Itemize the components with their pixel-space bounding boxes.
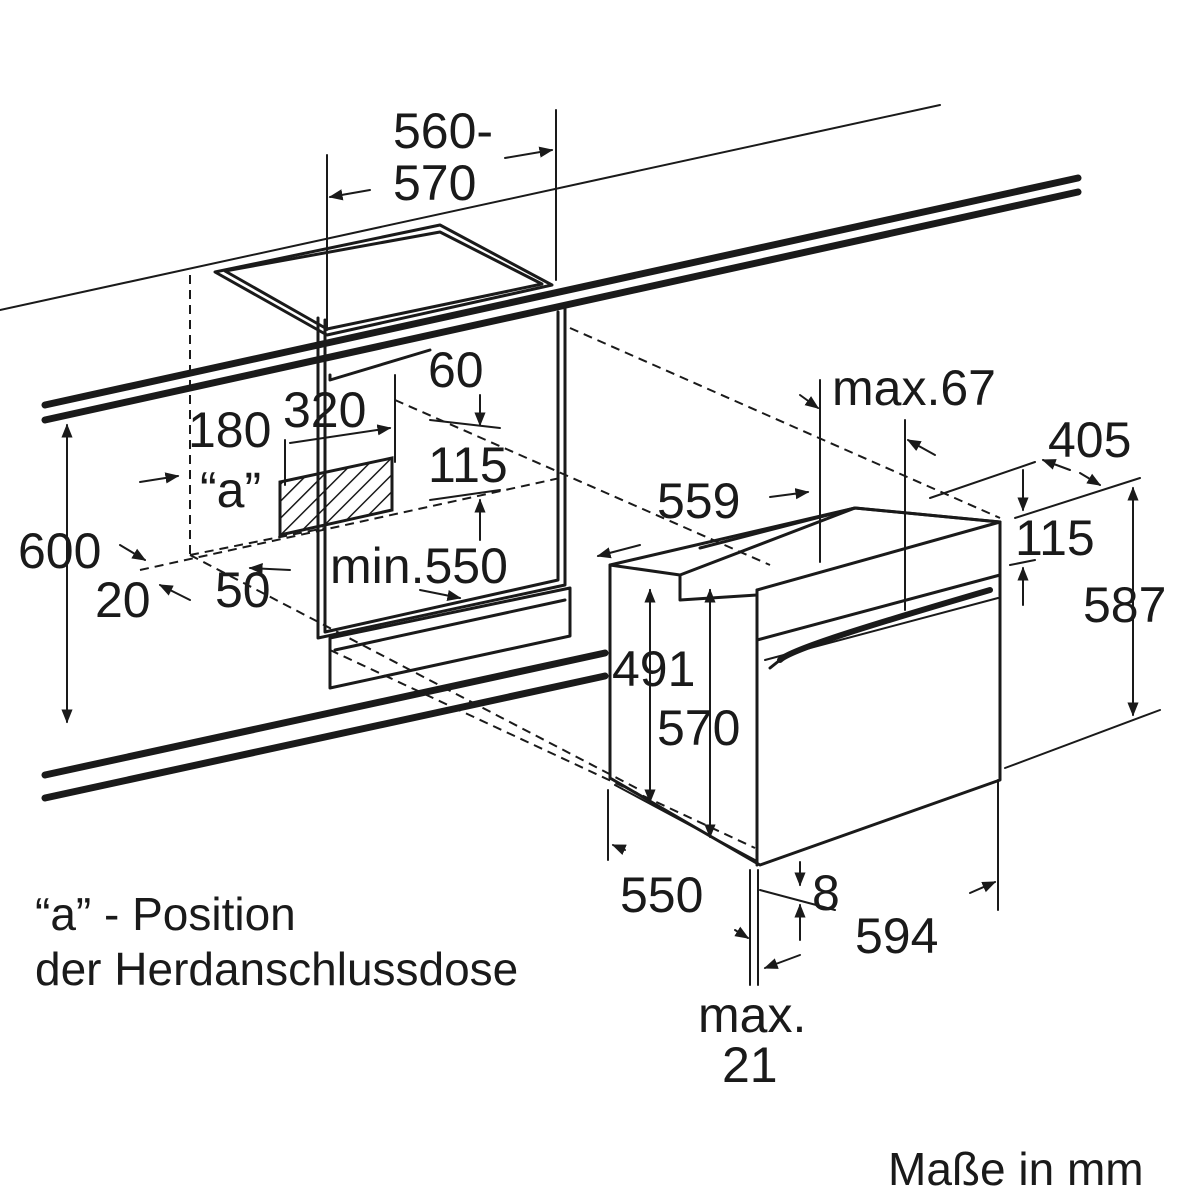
worktop-lines	[0, 104, 1161, 802]
max-21-label-bottom: 21	[722, 1037, 778, 1093]
dim-405-label: 405	[1048, 412, 1131, 468]
socket-marker-label: “a”	[200, 462, 261, 518]
legend-line-2: der Herdanschlussdose	[35, 943, 518, 995]
dim-180-label: 180	[188, 402, 271, 458]
socket-position	[278, 456, 394, 537]
dim-491-label: 491	[612, 641, 695, 697]
dim-20-label: 20	[95, 572, 151, 628]
hob	[213, 223, 554, 337]
dimension-lines	[61, 109, 1141, 986]
dim-60-label: 60	[428, 342, 484, 398]
oven	[608, 506, 1002, 867]
hidden-lines	[139, 275, 1001, 849]
dim-8-label: 8	[812, 865, 840, 921]
dim-587-label: 587	[1083, 577, 1166, 633]
dim-550-label: 550	[620, 867, 703, 923]
cutout-width-label-bottom: 570	[393, 155, 476, 211]
dim-594-label: 594	[855, 908, 938, 964]
max-67-label: max.67	[832, 360, 996, 416]
dim-559-label: 559	[657, 473, 740, 529]
dim-600-label: 600	[18, 523, 101, 579]
legend: “a” - Position der Herdanschlussdose	[35, 888, 518, 995]
dim-115-left-label: 115	[428, 437, 508, 493]
dimension-labels: 560- 570 60 180 320 115 “a” 600 20 50 mi…	[18, 103, 1166, 1093]
dim-50-label: 50	[215, 562, 271, 618]
min-550-label: min.550	[330, 538, 508, 594]
max-21-label-top: max.	[698, 987, 806, 1043]
dim-570-front-label: 570	[657, 700, 740, 756]
units-note: Maße in mm	[888, 1143, 1144, 1195]
cutout-width-label-top: 560-	[393, 103, 493, 159]
dim-320-label: 320	[283, 382, 366, 438]
legend-line-1: “a” - Position	[35, 888, 296, 940]
dim-115-right-label: 115	[1015, 510, 1095, 566]
